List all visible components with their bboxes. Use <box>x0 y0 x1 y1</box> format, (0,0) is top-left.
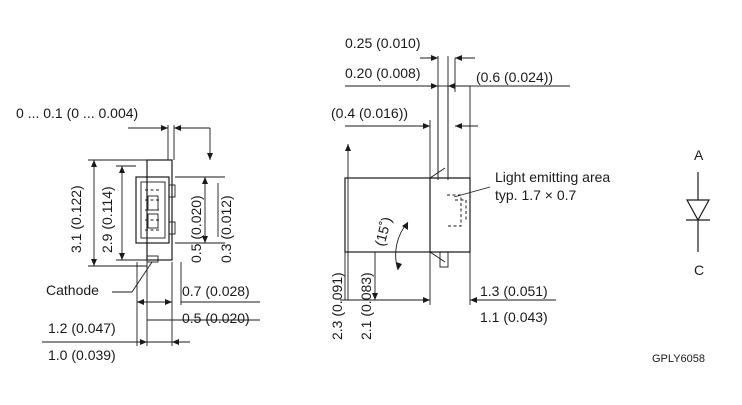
side-dim-a: 0.25 (0.010) <box>345 35 421 51</box>
side-view <box>340 55 570 305</box>
front-view <box>42 125 260 346</box>
side-dim-c: (0.6 (0.024)) <box>476 69 553 85</box>
side-dim-b: 0.20 (0.008) <box>345 65 421 81</box>
cathode-symbol-label: C <box>694 262 704 278</box>
front-dim-width-a: 0.7 (0.028) <box>182 283 250 299</box>
emitting-line2: typ. 1.7 × 0.7 <box>495 187 577 203</box>
side-dim-right-b: 1.1 (0.043) <box>480 309 548 325</box>
front-dim-lead-outer: 0.5 (0.020) <box>188 195 204 263</box>
side-dim-height-inner: 2.1 (0.083) <box>358 272 374 340</box>
front-dim-base-inner: 1.0 (0.039) <box>48 347 116 363</box>
front-dim-height-inner: 2.9 (0.114) <box>99 186 115 253</box>
anode-label: A <box>694 147 704 163</box>
front-dim-width-b: 0.5 (0.020) <box>182 310 250 326</box>
front-dim-height-outer: 3.1 (0.122) <box>68 185 84 253</box>
front-dim-top: 0 ... 0.1 (0 ... 0.004) <box>16 105 138 121</box>
cathode-label: Cathode <box>46 282 99 298</box>
front-dim-base-outer: 1.2 (0.047) <box>48 320 116 336</box>
side-dim-d: (0.4 (0.016)) <box>331 105 408 121</box>
diode-symbol <box>685 172 711 252</box>
side-dim-height-outer: 2.3 (0.091) <box>329 272 345 340</box>
side-angle: (15˚) <box>371 215 394 248</box>
side-dim-right-a: 1.3 (0.051) <box>480 283 548 299</box>
side-body <box>344 177 431 253</box>
emitting-line1: Light emitting area <box>495 169 610 185</box>
front-chip <box>135 176 170 244</box>
front-dim-lead-inner: 0.3 (0.012) <box>218 195 234 263</box>
drawing-code: GPLY6058 <box>652 353 705 365</box>
